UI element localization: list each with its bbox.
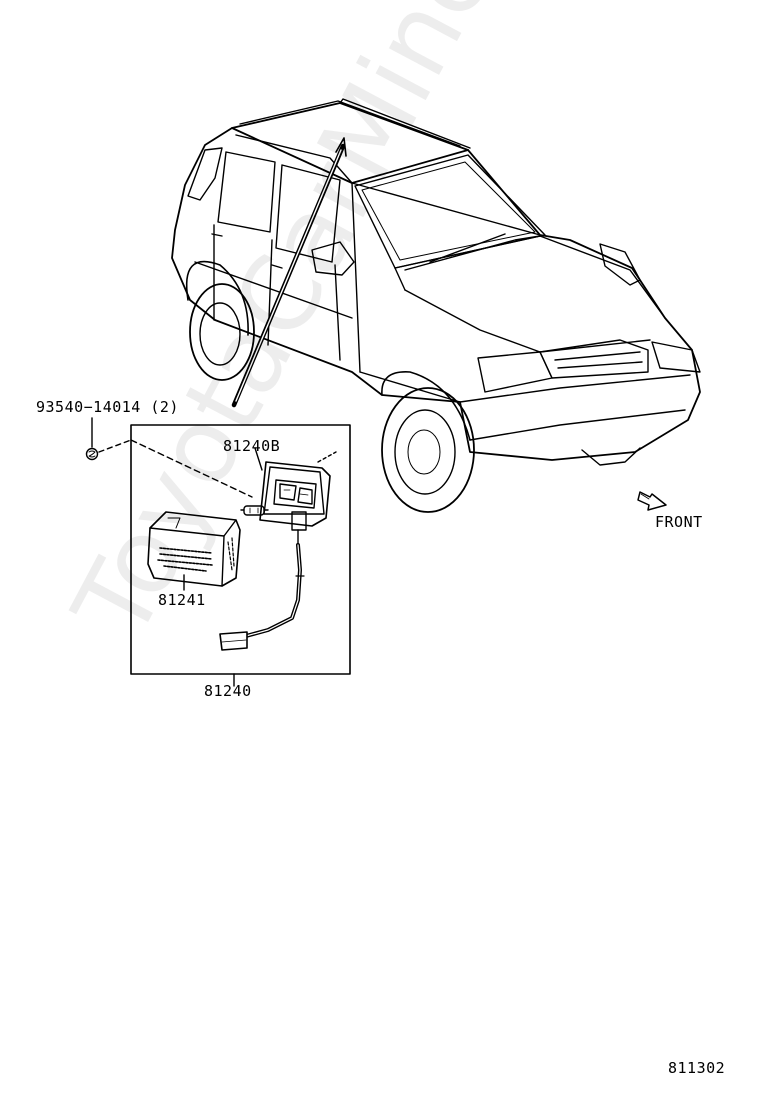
figure-number: 811302 [668, 1059, 726, 1077]
vehicle-wheels [186, 260, 475, 513]
wire-harness [219, 543, 305, 651]
screw-part-number: 93540−14014 (2) [36, 398, 179, 416]
lens-part-number: 81241 [158, 591, 206, 609]
bulb-part-number: 81240B [223, 437, 281, 455]
lamp-location-arrow [231, 137, 347, 408]
vehicle-body [171, 127, 701, 466]
screw-leader [91, 417, 253, 498]
assembly-part-number: 81240 [204, 682, 252, 700]
front-direction-label: FRONT [655, 513, 703, 531]
screw-icon [85, 447, 99, 461]
lamp-housing [259, 451, 337, 546]
assembly-frame [130, 424, 351, 687]
arrow-icon [637, 491, 667, 511]
lens-81241 [147, 511, 241, 591]
